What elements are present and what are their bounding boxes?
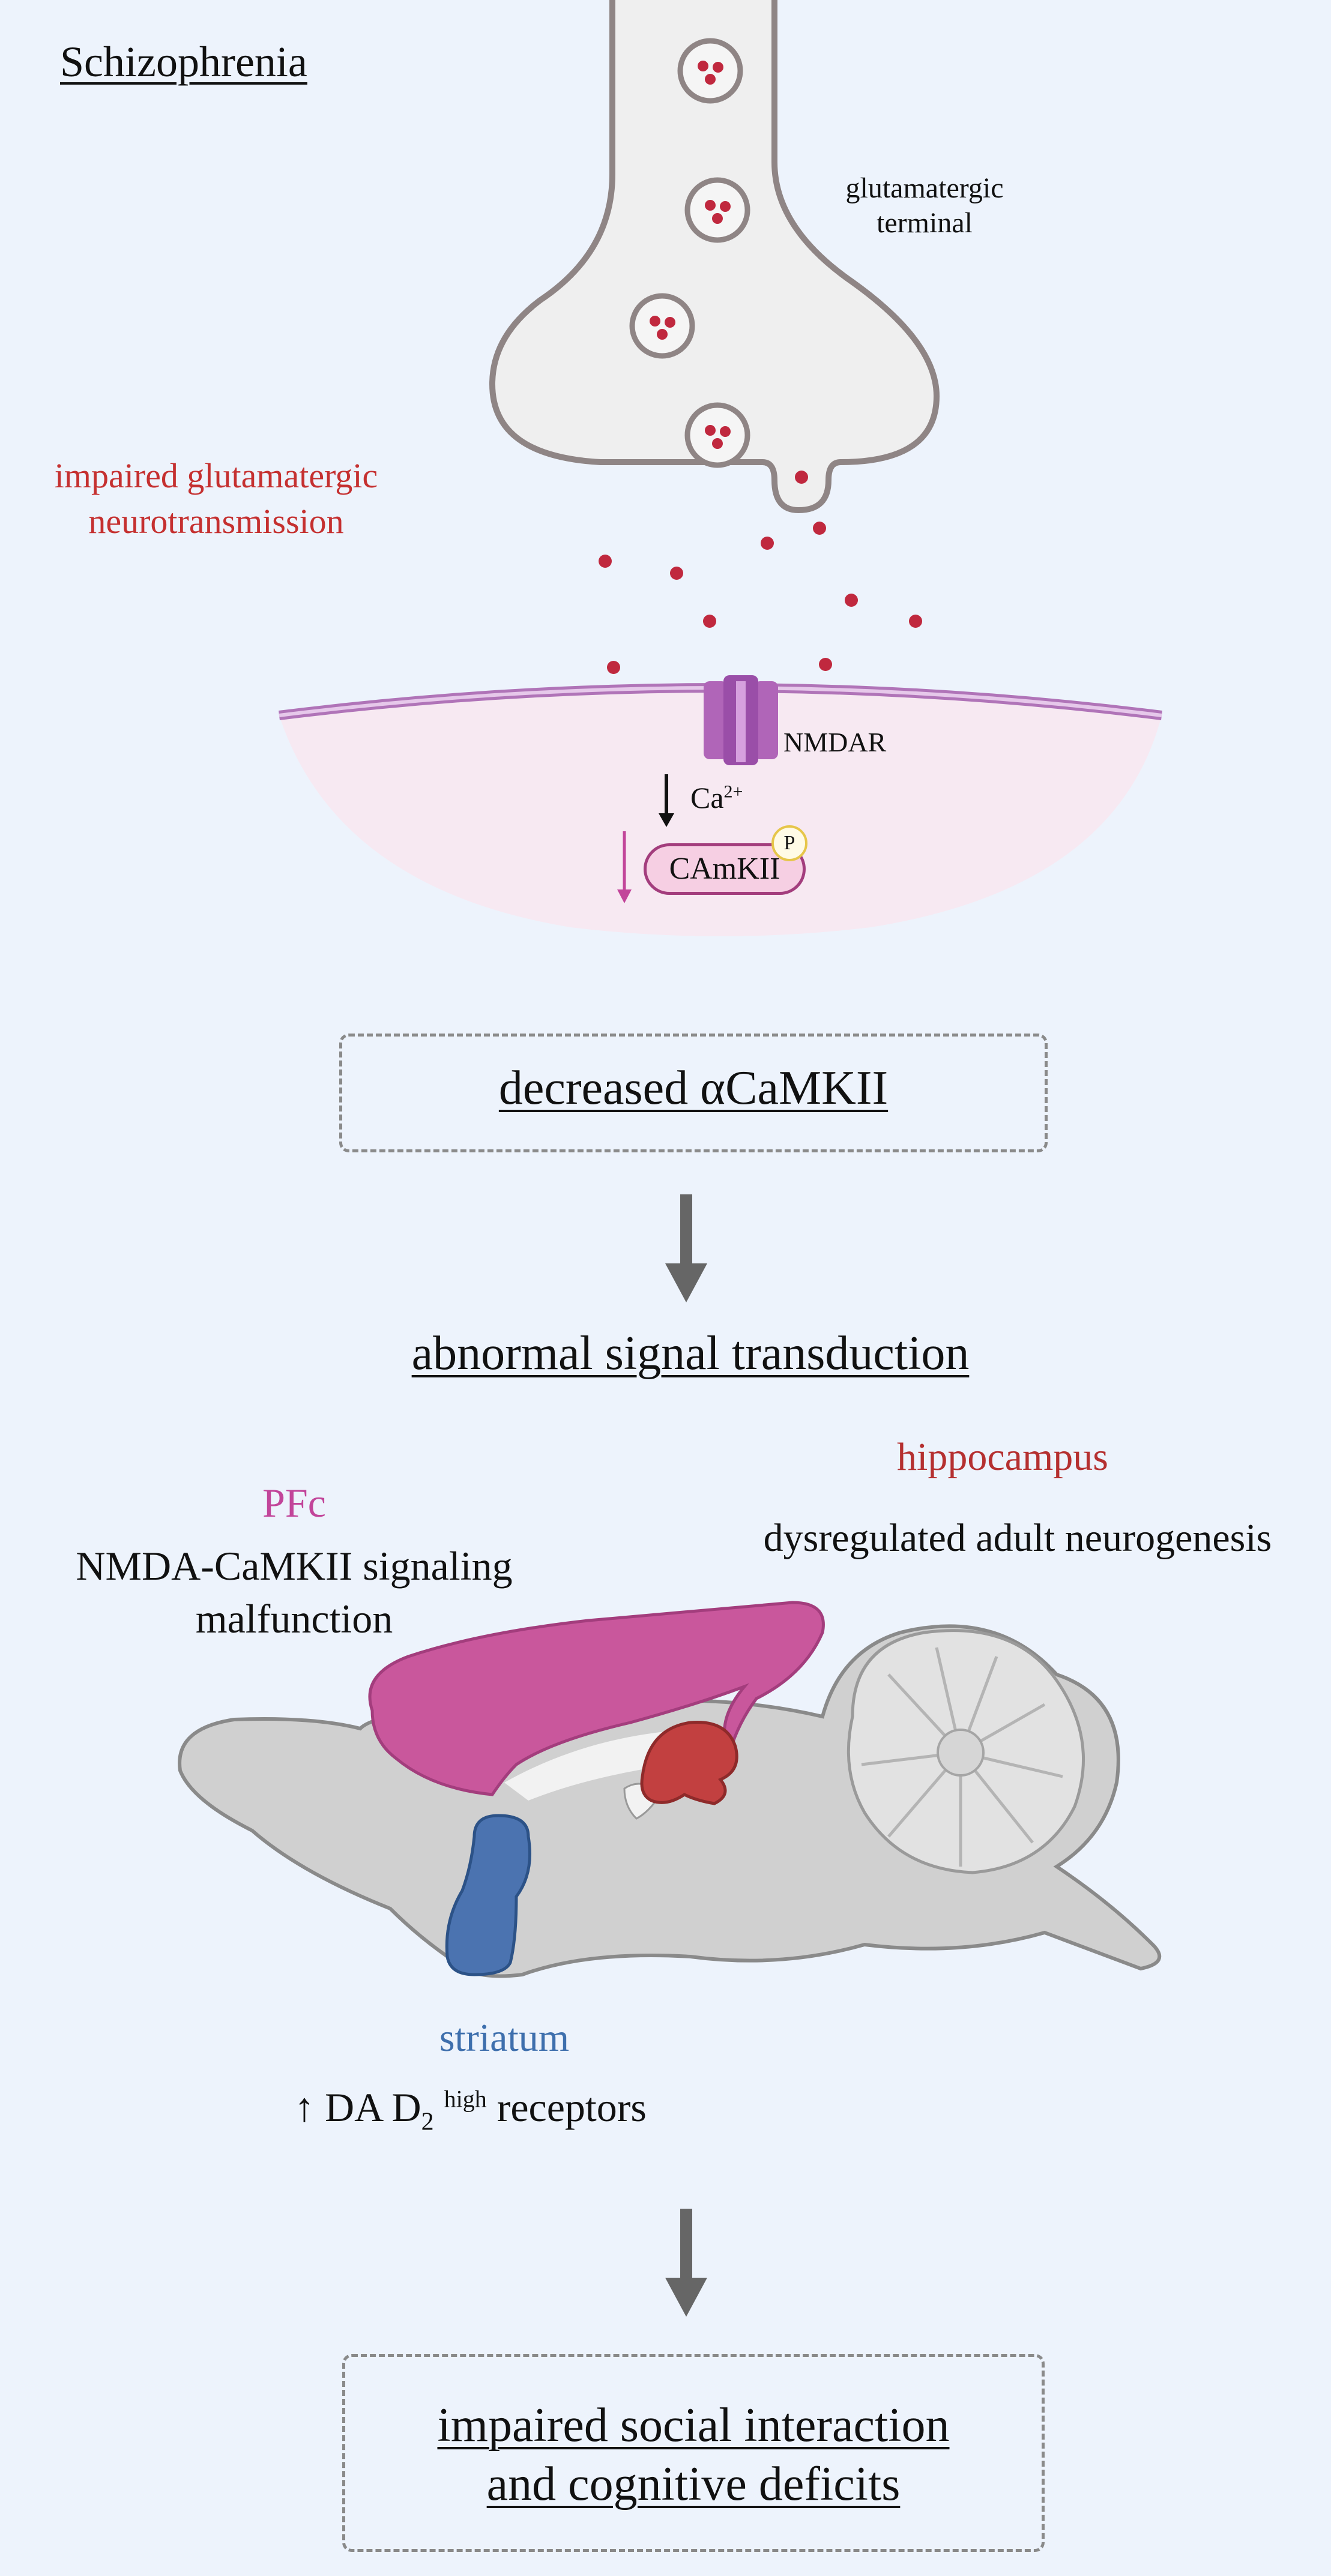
glutamate-molecules: [599, 471, 922, 674]
hippocampus-title: hippocampus: [897, 1435, 1108, 1479]
phosphorylation-badge: P: [771, 825, 807, 861]
camkii-down-arrow: [617, 831, 632, 903]
vesicle: [677, 38, 743, 104]
nmdar-receptor: [704, 675, 778, 765]
final-outcome-text: impaired social interaction and cognitiv…: [437, 2399, 950, 2511]
camkii-pill: CAmKII: [644, 843, 806, 895]
postsynaptic-cell: [279, 688, 1162, 936]
hippocampus-region: [640, 1721, 738, 1805]
glutamatergic-terminal: [489, 0, 940, 514]
hippocampus-description: dysregulated adult neurogenesis: [763, 1516, 1272, 1560]
decreased-camkii-box: [339, 1034, 1048, 1152]
decreased-camkii-text: decreased αCaMKII: [498, 1062, 889, 1115]
flow-arrow-2: [665, 2209, 707, 2317]
pfc-description: NMDA-CaMKII signaling malfunction: [76, 1543, 513, 1642]
pfc-title: PFc: [262, 1480, 326, 1526]
flow-arrow-1: [665, 1194, 707, 1302]
nmdar-label: NMDAR: [783, 727, 887, 757]
brain-sagittal: [178, 1601, 1162, 1978]
vesicle: [684, 402, 750, 468]
abnormal-signal-transduction: abnormal signal transduction: [411, 1327, 970, 1380]
calcium-label: Ca2+: [690, 781, 743, 814]
striatum-region: [445, 1814, 531, 1976]
vesicle: [684, 177, 750, 243]
dopamine-receptor-text: ↑ DA D2 high receptors: [294, 2084, 647, 2136]
terminal-label: glutamatergic terminal: [845, 172, 1004, 239]
ca-down-arrow: [659, 774, 674, 827]
impaired-neurotransmission-label: impaired glutamatergic neurotransmission: [54, 456, 378, 541]
pfc-region: [368, 1601, 825, 1796]
striatum-title: striatum: [439, 2016, 570, 2060]
final-outcome-box: [342, 2354, 1045, 2552]
page-title: Schizophrenia: [60, 38, 307, 86]
vesicle: [629, 293, 695, 359]
up-arrow-icon: ↑: [294, 2084, 315, 2130]
